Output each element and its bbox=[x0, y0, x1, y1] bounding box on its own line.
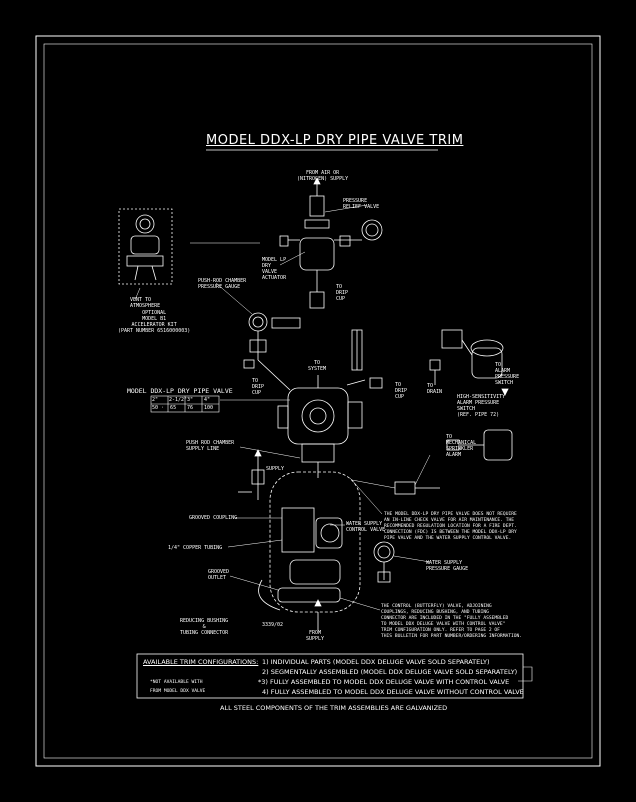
label-to-drip-cup-2: TO DRIP CUP bbox=[252, 378, 265, 396]
label-push-rod-supply-line: PUSH ROD CHAMBER SUPPLY LINE bbox=[186, 440, 235, 452]
configurations-frame bbox=[136, 653, 524, 699]
size-table-header-3: 3" bbox=[187, 397, 194, 403]
configurations-heading: AVAILABLE TRIM CONFIGURATIONS: bbox=[143, 658, 259, 666]
size-table-header-2: 2-1/2" bbox=[169, 397, 188, 403]
label-optional-accelerator-kit: OPTIONAL MODEL B1 ACCELERATOR KIT (PART … bbox=[118, 310, 191, 334]
size-table-header-4: 4" bbox=[204, 397, 211, 403]
configuration-item-3: *3) FULLY ASSEMBLED TO MODEL DDX DELUGE … bbox=[258, 678, 510, 686]
label-from-air-supply: FROM AIR OR (NITROGEN) SUPPLY bbox=[297, 170, 349, 182]
label-from-supply: FROM SUPPLY bbox=[306, 630, 325, 642]
label-to-drip-cup-1: TO DRIP CUP bbox=[336, 284, 349, 302]
size-table-row-1: 50 · 65 bbox=[152, 405, 177, 411]
label-reducing-bushing: REDUCING BUSHING & TUBING CONNECTOR bbox=[180, 618, 229, 636]
label-to-mechanical-alarm: TO MECHANICAL SPRINKLER ALARM bbox=[446, 434, 477, 458]
size-table-header-1: 2" bbox=[152, 397, 159, 403]
label-water-supply-pressure-gauge: WATER SUPPLY PRESSURE GAUGE bbox=[426, 560, 469, 572]
label-pressure-relief-valve: PRESSURE RELIEF VALVE bbox=[343, 198, 380, 210]
size-table-row-2: 76 bbox=[187, 405, 194, 411]
label-grooved-outlet: GROOVED OUTLET bbox=[208, 569, 230, 581]
label-water-supply-control-valve: WATER SUPPLY CONTROL VALVE bbox=[346, 521, 386, 533]
control-valve-container bbox=[269, 471, 361, 630]
configuration-item-4: 4) FULLY ASSEMBLED TO MODEL DDX DELUGE V… bbox=[262, 688, 524, 696]
label-to-alarm-pressure-switch: TO ALARM PRESSURE SWITCH bbox=[495, 362, 520, 386]
water-supply-gauge bbox=[373, 541, 395, 583]
outer-frame bbox=[35, 35, 601, 767]
label-push-rod-chamber-gauge: PUSH-ROD CHAMBER PRESSURE GAUGE bbox=[198, 278, 247, 290]
configurations-side-note: *NOT AVAILABLE WITH FROM MODEL DDX VALVE bbox=[150, 680, 206, 694]
configuration-item-2: 2) SEGMENTALLY ASSEMBLED (MODEL DDX DELU… bbox=[262, 668, 518, 676]
label-grooved-coupling: GROOVED COUPLING bbox=[189, 515, 238, 521]
label-valve-model: MODEL DDX-LP DRY PIPE VALVE bbox=[127, 387, 233, 395]
label-high-sensitivity-switch: HIGH-SENSITIVITY ALARM PRESSURE SWITCH (… bbox=[457, 394, 506, 418]
label-to-drain: TO DRAIN bbox=[427, 383, 443, 395]
drawing-number: 3339/02 bbox=[262, 622, 284, 628]
accelerator-kit bbox=[118, 208, 173, 285]
label-copper-tubing: 1/4" COPPER TUBING bbox=[168, 545, 223, 551]
label-to-drip-cup-3: TO DRIP CUP bbox=[395, 382, 408, 400]
dry-pipe-valve-body bbox=[277, 375, 363, 478]
note-control-valve: THE CONTROL (BUTTERFLY) VALVE, ADJOINING… bbox=[381, 604, 523, 639]
alarm-switch-assembly bbox=[429, 329, 513, 461]
label-to-system: TO SYSTEM bbox=[308, 360, 327, 372]
note-check-valve: THE MODEL DDX-LP DRY PIPE VALVE DOES NOT… bbox=[384, 512, 517, 541]
push-rod-gauge-assembly bbox=[243, 312, 301, 391]
configuration-item-1: 1) INDIVIDUAL PARTS (MODEL DDX DELUGE VA… bbox=[262, 658, 490, 666]
footer-note: ALL STEEL COMPONENTS OF THE TRIM ASSEMBL… bbox=[220, 704, 448, 712]
size-table-row-3: 100 bbox=[204, 405, 214, 411]
inner-frame bbox=[43, 43, 593, 759]
drawing-title: MODEL DDX-LP DRY PIPE VALVE TRIM bbox=[206, 133, 464, 148]
label-model-lp-actuator: MODEL LP DRY VALVE ACTUATOR bbox=[262, 257, 287, 281]
label-vent-to-atmosphere: VENT TO ATMOSPHERE bbox=[130, 297, 161, 309]
label-supply: SUPPLY bbox=[266, 466, 285, 472]
size-table-grid bbox=[150, 395, 220, 413]
